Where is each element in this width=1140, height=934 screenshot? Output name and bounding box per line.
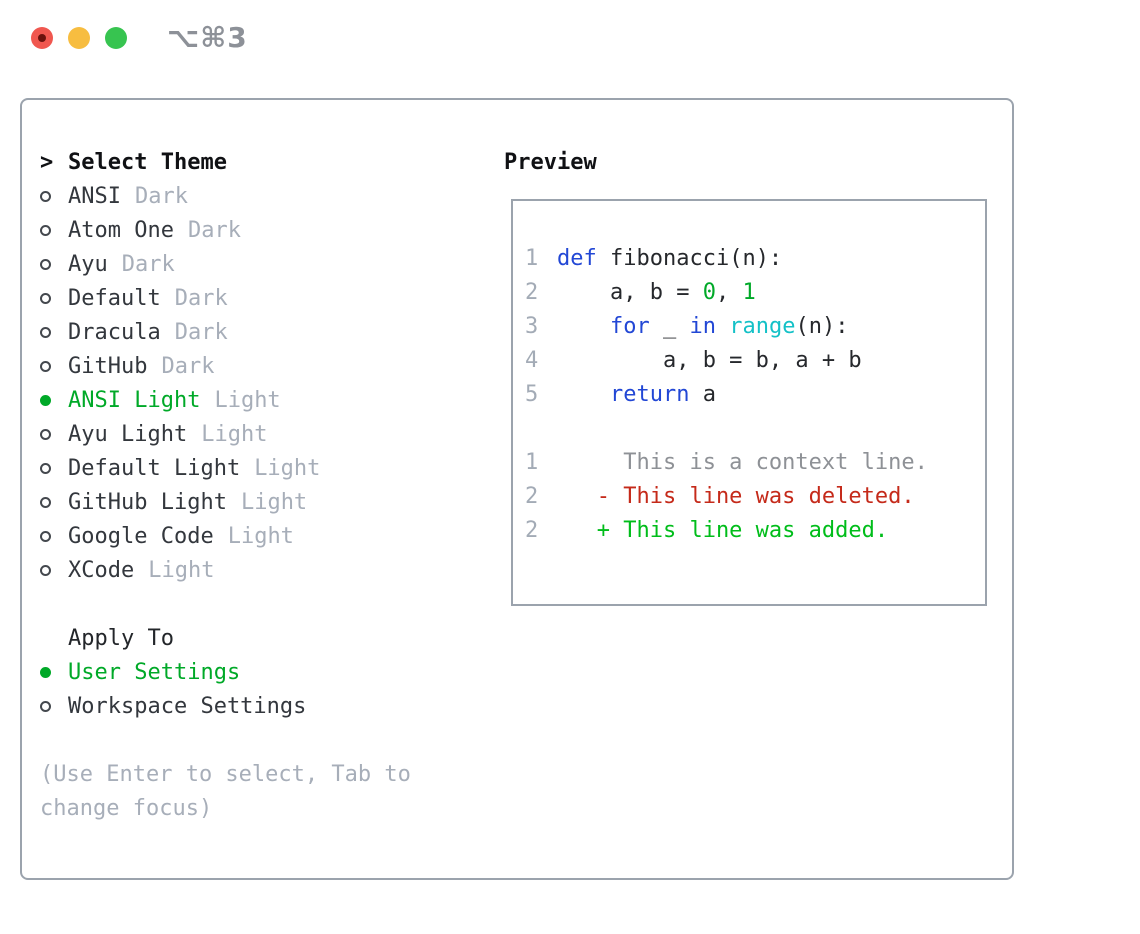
code-line: 4 a, b = b, a + b xyxy=(525,344,977,378)
radio-circle-icon xyxy=(40,247,68,281)
traffic-lights xyxy=(31,27,127,49)
line-number: 4 xyxy=(525,348,539,373)
theme-tag: Dark xyxy=(134,184,188,209)
line-number: 2 xyxy=(525,484,539,509)
theme-tag: Dark xyxy=(187,218,241,243)
theme-tag: Light xyxy=(201,422,268,447)
radio-circle-icon xyxy=(40,213,68,247)
line-number: 2 xyxy=(525,280,539,305)
line-number: 2 xyxy=(525,518,539,543)
minimize-button[interactable] xyxy=(68,27,90,49)
close-dot-icon xyxy=(38,34,46,42)
theme-tag: Light xyxy=(214,388,281,413)
select-theme-header: > Select Theme xyxy=(40,146,504,180)
line-number: 1 xyxy=(525,450,539,475)
apply-option-workspace-settings[interactable]: Workspace Settings xyxy=(40,690,504,724)
close-button[interactable] xyxy=(31,27,53,49)
help-text-line2: change focus) xyxy=(40,796,213,821)
theme-tag: Light xyxy=(240,490,308,515)
apply-option-user-settings[interactable]: User Settings xyxy=(40,656,504,690)
focus-arrow-icon: > xyxy=(40,150,54,175)
code-line: 5 return a xyxy=(525,378,977,412)
window-titlebar: ⌥⌘3 xyxy=(0,0,1140,76)
code-line: 3 for _ in range(n): xyxy=(525,310,977,344)
theme-tag: Light xyxy=(254,456,321,481)
radio-circle-selected-icon xyxy=(40,383,68,417)
theme-tag: Light xyxy=(148,558,215,583)
theme-tag: Dark xyxy=(174,286,228,311)
diff-deleted-line: 2 - This line was deleted. xyxy=(525,480,977,514)
theme-tag: Light xyxy=(227,524,294,549)
radio-circle-icon xyxy=(40,417,68,451)
zoom-button[interactable] xyxy=(105,27,127,49)
radio-circle-icon xyxy=(40,553,68,587)
radio-circle-icon xyxy=(40,689,68,723)
radio-circle-icon xyxy=(40,519,68,553)
code-blank-line xyxy=(525,412,977,446)
apply-to-header: Apply To xyxy=(68,626,174,651)
code-line: 2 a, b = 0, 1 xyxy=(525,276,977,310)
select-theme-title: Select Theme xyxy=(68,150,227,175)
diff-context-line: 1 This is a context line. xyxy=(525,446,977,480)
preview-title: Preview xyxy=(504,150,597,175)
radio-circle-icon xyxy=(40,179,68,213)
line-number: 3 xyxy=(525,314,539,339)
radio-circle-icon xyxy=(40,485,68,519)
diff-added-line: 2 + This line was added. xyxy=(525,514,977,548)
theme-tag: Dark xyxy=(121,252,175,277)
window-shortcut-label: ⌥⌘3 xyxy=(167,21,248,54)
line-number: 5 xyxy=(525,382,539,407)
radio-circle-icon xyxy=(40,451,68,485)
line-number: 1 xyxy=(525,246,539,271)
theme-tag: Dark xyxy=(174,320,228,345)
radio-circle-icon xyxy=(40,281,68,315)
radio-circle-icon xyxy=(40,349,68,383)
theme-tag: Dark xyxy=(161,354,215,379)
radio-circle-icon xyxy=(40,315,68,349)
radio-circle-selected-icon xyxy=(40,655,68,689)
help-text-line1: (Use Enter to select, Tab to xyxy=(40,762,411,787)
